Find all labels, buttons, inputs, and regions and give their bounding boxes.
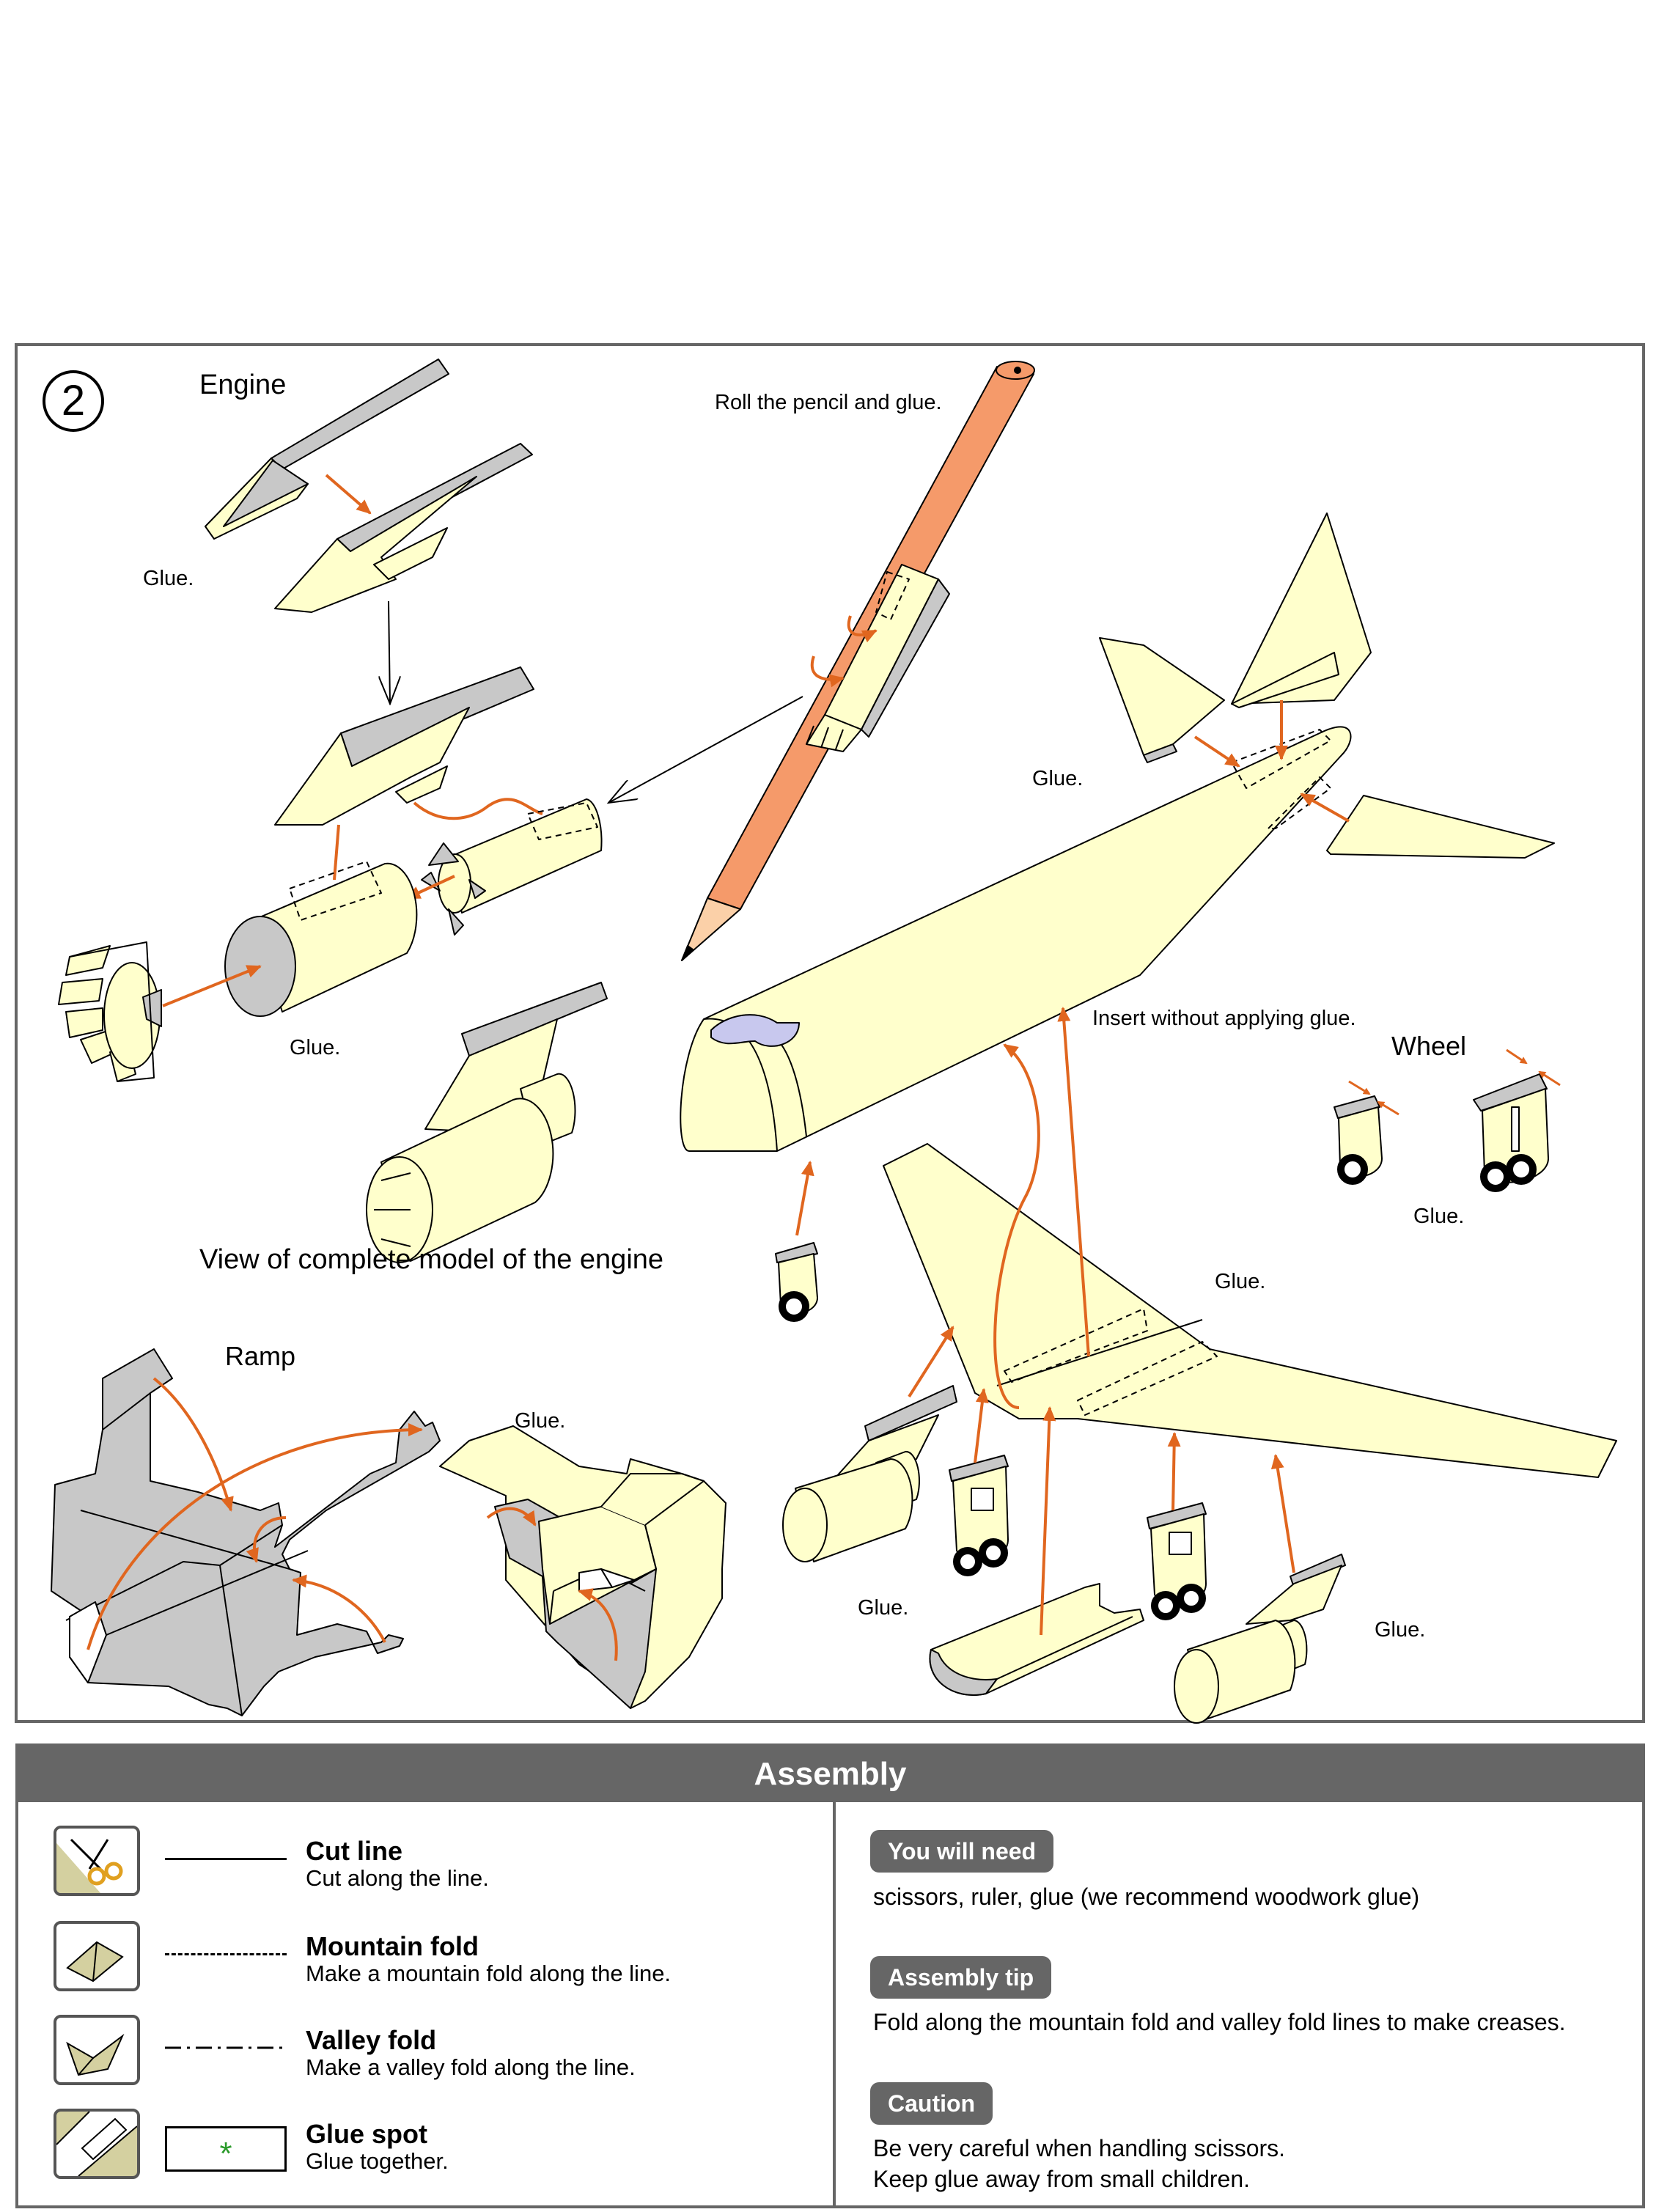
belly-fairing-part	[929, 1583, 1144, 1696]
legend-divider	[833, 1802, 836, 2208]
pencil-to-tube-arrow	[608, 696, 803, 803]
wing-arrow-center	[1057, 1007, 1090, 1357]
legend-valley-fold: Valley fold Make a valley fold along the…	[18, 2015, 825, 2095]
main-gear-right-arrow	[1167, 1432, 1181, 1511]
wing-insert-arrow	[993, 1043, 1040, 1409]
glue-label-engine: Glue.	[143, 567, 194, 590]
glue-label-fan: Glue.	[290, 1036, 341, 1059]
insert-label: Insert without applying glue.	[1092, 1007, 1356, 1030]
cut-line-desc: Cut along the line.	[306, 1865, 489, 1891]
glue-spot-desc: Glue together.	[306, 2148, 449, 2174]
stabilizer-left-arrow	[1193, 735, 1240, 768]
cut-line-title: Cut line	[306, 1836, 402, 1866]
mountain-fold-sample	[165, 1953, 287, 1955]
assembly-tip-heading: Assembly tip	[870, 1956, 1052, 1999]
engine-down-arrow	[389, 600, 390, 704]
glue-spot-icon	[54, 2109, 140, 2179]
ramp-folded-part	[439, 1425, 726, 1709]
wheel-small	[1334, 1095, 1383, 1185]
wing-engine-right-arrow	[1270, 1454, 1295, 1573]
glue-label-wheel: Glue.	[1413, 1205, 1465, 1228]
valley-fold-desc: Make a valley fold along the line.	[306, 2054, 636, 2080]
ramp-fold-arrow-2	[87, 1423, 423, 1650]
cut-line-sample	[165, 1858, 287, 1860]
glue-spot-title: Glue spot	[306, 2119, 428, 2149]
caution-text-1: Be very careful when handling scissors.	[873, 2135, 1286, 2161]
main-gear-left-arrow	[974, 1388, 989, 1463]
wing-engine-left-arrow	[908, 1326, 954, 1398]
ramp-fold-arrow-3	[246, 1516, 287, 1563]
main-gear-left	[949, 1455, 1009, 1576]
engine-glue-curve	[413, 798, 543, 820]
engine-inner-tube	[421, 798, 603, 936]
nose-wheel-arrow	[795, 1161, 814, 1236]
wheel-large	[1473, 1073, 1549, 1192]
pylon-to-body-arrow	[333, 824, 340, 881]
main-gear-right	[1147, 1502, 1207, 1620]
glue-label-ramp: Glue.	[515, 1409, 566, 1433]
airplane-fuselage	[680, 726, 1352, 1152]
fan-to-cylinder-arrow	[162, 965, 262, 1007]
engine-fan-blades	[58, 941, 162, 1082]
ramp-flat-part	[51, 1348, 441, 1716]
glue-label-tail: Glue.	[1032, 767, 1084, 790]
mountain-fold-icon	[54, 1921, 140, 1991]
glue-label-bottom-right: Glue.	[1375, 1618, 1426, 1642]
you-will-need-heading: You will need	[870, 1830, 1054, 1873]
legend-cut-line: Cut line Cut along the line.	[18, 1826, 825, 1906]
nose-wheel	[775, 1242, 818, 1322]
scissors-icon	[54, 1826, 140, 1896]
stabilizer-right-arrow	[1300, 793, 1350, 823]
mountain-fold-title: Mountain fold	[306, 1931, 479, 1961]
engine-main-cylinder	[224, 861, 418, 1017]
wing-engine-right	[1174, 1554, 1346, 1724]
glue-label-wing: Glue.	[1215, 1270, 1266, 1293]
vertical-tail	[1231, 512, 1372, 708]
glue-spot-sample: *	[165, 2126, 287, 2172]
mountain-fold-desc: Make a mountain fold along the line.	[306, 1961, 672, 1986]
ramp-fold-arrow-4	[292, 1574, 386, 1643]
step-number: 2	[43, 370, 104, 432]
step-frame	[15, 343, 1645, 1723]
assembly-tip-text: Fold along the mountain fold and valley …	[873, 2009, 1566, 2035]
belly-arrow	[1040, 1406, 1056, 1636]
legend-title: Assembly	[18, 1746, 1642, 1802]
engine-pylon-part	[205, 359, 533, 613]
ramp-folded-arrow-2	[578, 1588, 618, 1661]
glue-label-bottom-left: Glue.	[858, 1596, 909, 1620]
wing-engine-left	[782, 1385, 957, 1562]
engine-complete-model	[366, 982, 608, 1263]
caution-text-2: Keep glue away from small children.	[873, 2166, 1251, 2192]
valley-fold-sample	[165, 2046, 287, 2049]
you-will-need-text: scissors, ruler, glue (we recommend wood…	[873, 1884, 1420, 1910]
horizontal-stabilizer-left	[1099, 637, 1225, 763]
engine-label: Engine	[199, 370, 287, 400]
ramp-fold-arrow-1	[152, 1377, 234, 1512]
wheel-label: Wheel	[1391, 1031, 1467, 1061]
pencil	[681, 361, 1035, 961]
legend-glue-spot: * Glue spot Glue together.	[18, 2109, 825, 2189]
legend-mountain-fold: Mountain fold Make a mountain fold along…	[18, 1921, 825, 2002]
caution-heading: Caution	[870, 2082, 993, 2125]
airplane-wing	[883, 1143, 1617, 1478]
valley-fold-title: Valley fold	[306, 2025, 437, 2055]
roll-pencil-label: Roll the pencil and glue.	[715, 391, 942, 414]
engine-arrow	[325, 474, 372, 515]
ramp-folded-arrow-1	[486, 1507, 537, 1526]
assembly-legend: Assembly Cut line Cut along the line. Mo…	[15, 1743, 1645, 2208]
view-engine-label: View of complete model of the engine	[199, 1244, 664, 1275]
horizontal-stabilizer-right	[1326, 795, 1555, 859]
valley-fold-icon	[54, 2015, 140, 2085]
ramp-label: Ramp	[225, 1341, 296, 1371]
engine-pylon-assembled	[274, 666, 534, 826]
